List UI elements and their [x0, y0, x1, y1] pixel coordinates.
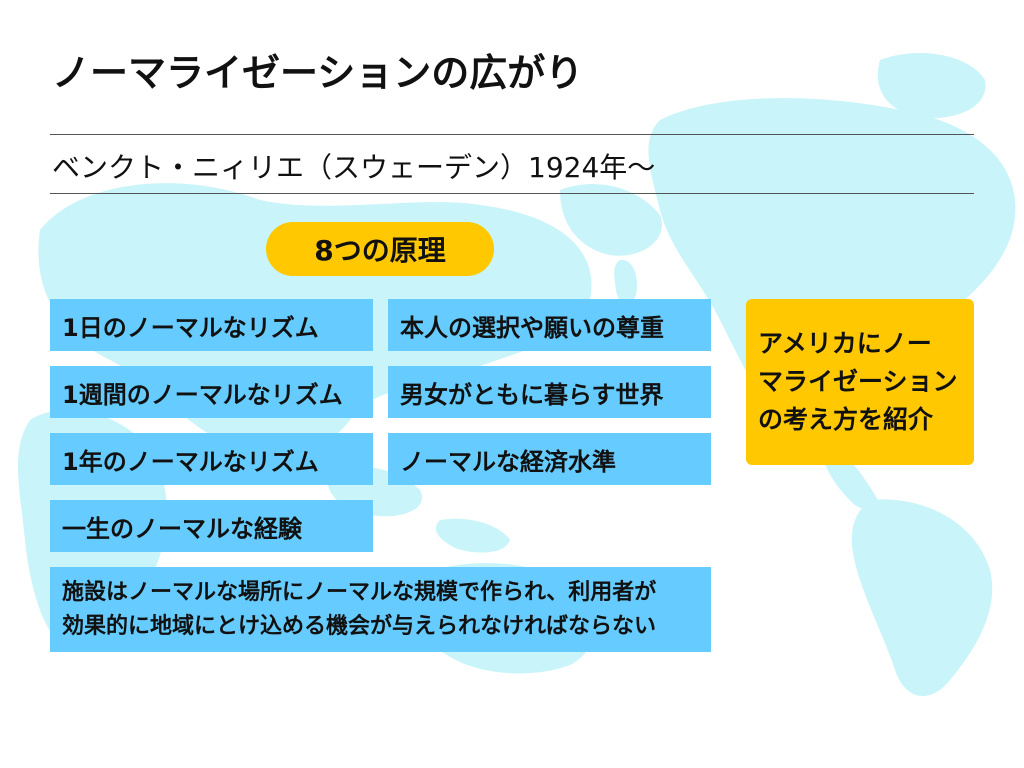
principle-box: 1年のノーマルなリズム	[50, 433, 373, 485]
principle-box: 1週間のノーマルなリズム	[50, 366, 373, 418]
principle-box: 男女がともに暮らす世界	[388, 366, 711, 418]
principle-box: 一生のノーマルな経験	[50, 500, 373, 552]
principles-label-pill: 8つの原理	[266, 222, 494, 276]
callout-line: の考え方を紹介	[758, 405, 934, 434]
subtitle-divider	[50, 193, 974, 194]
facility-principle-box: 施設はノーマルな場所にノーマルな規模で作られ、利用者が 効果的に地域にとけ込める…	[50, 567, 711, 652]
title-divider	[50, 134, 974, 135]
america-callout: アメリカにノー マライゼーション の考え方を紹介	[746, 299, 974, 465]
callout-line: マライゼーション	[758, 367, 958, 396]
principle-box: 本人の選択や願いの尊重	[388, 299, 711, 351]
facility-line: 効果的に地域にとけ込める機会が与えられなければならない	[62, 613, 657, 639]
slide-title: ノーマライゼーションの広がり	[52, 51, 584, 95]
facility-line: 施設はノーマルな場所にノーマルな規模で作られ、利用者が	[62, 579, 657, 605]
principle-box: ノーマルな経済水準	[388, 433, 711, 485]
slide-subtitle: ベンクト・ニィリエ（スウェーデン）1924年〜	[52, 151, 656, 184]
principle-box: 1日のノーマルなリズム	[50, 299, 373, 351]
callout-line: アメリカにノー	[758, 329, 932, 358]
